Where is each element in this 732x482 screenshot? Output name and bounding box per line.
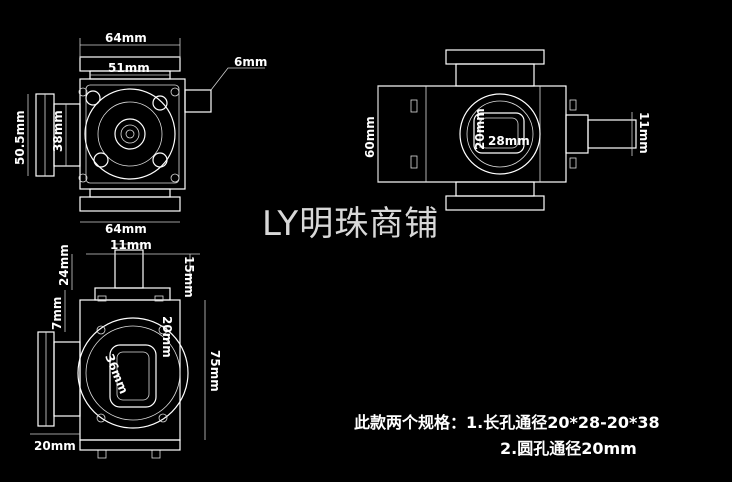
- side-view: [377, 49, 637, 211]
- dim-top-width-outer: 64mm: [105, 31, 147, 45]
- dim-front-bottom: 20mm: [34, 439, 76, 453]
- dim-left-height-inner: 38mm: [51, 110, 65, 152]
- dim-left-height-outer: 50.5mm: [13, 110, 27, 165]
- dim-front-bore-36: 36mm: [102, 352, 131, 396]
- dim-right-bore-width: 28mm: [488, 134, 530, 148]
- watermark: LY明珠商铺: [262, 204, 440, 244]
- dim-front-flange: 7mm: [50, 297, 64, 330]
- dim-front-total-height: 75mm: [208, 350, 222, 392]
- dim-top-width-inner: 51mm: [108, 61, 150, 75]
- dim-shaft-offset: 6mm: [234, 55, 267, 69]
- dim-right-shaft: 11mm: [637, 112, 651, 154]
- dim-bottom-width: 64mm: [105, 222, 147, 236]
- spec-note-line1: 此款两个规格：1.长孔通径20*28-20*38: [354, 413, 660, 432]
- spec-note-line2: 2.圆孔通径20mm: [500, 439, 637, 458]
- dim-front-shaft-width: 11mm: [110, 238, 152, 252]
- front-view: [30, 243, 206, 459]
- dim-front-top-height: 24mm: [57, 244, 71, 286]
- dim-right-height: 60mm: [363, 116, 377, 158]
- dim-right-bore-height: 20mm: [473, 108, 487, 150]
- end-view: [27, 38, 265, 223]
- dim-front-shaft-height: 15mm: [182, 256, 196, 298]
- dim-front-bore-20: 20mm: [160, 316, 174, 358]
